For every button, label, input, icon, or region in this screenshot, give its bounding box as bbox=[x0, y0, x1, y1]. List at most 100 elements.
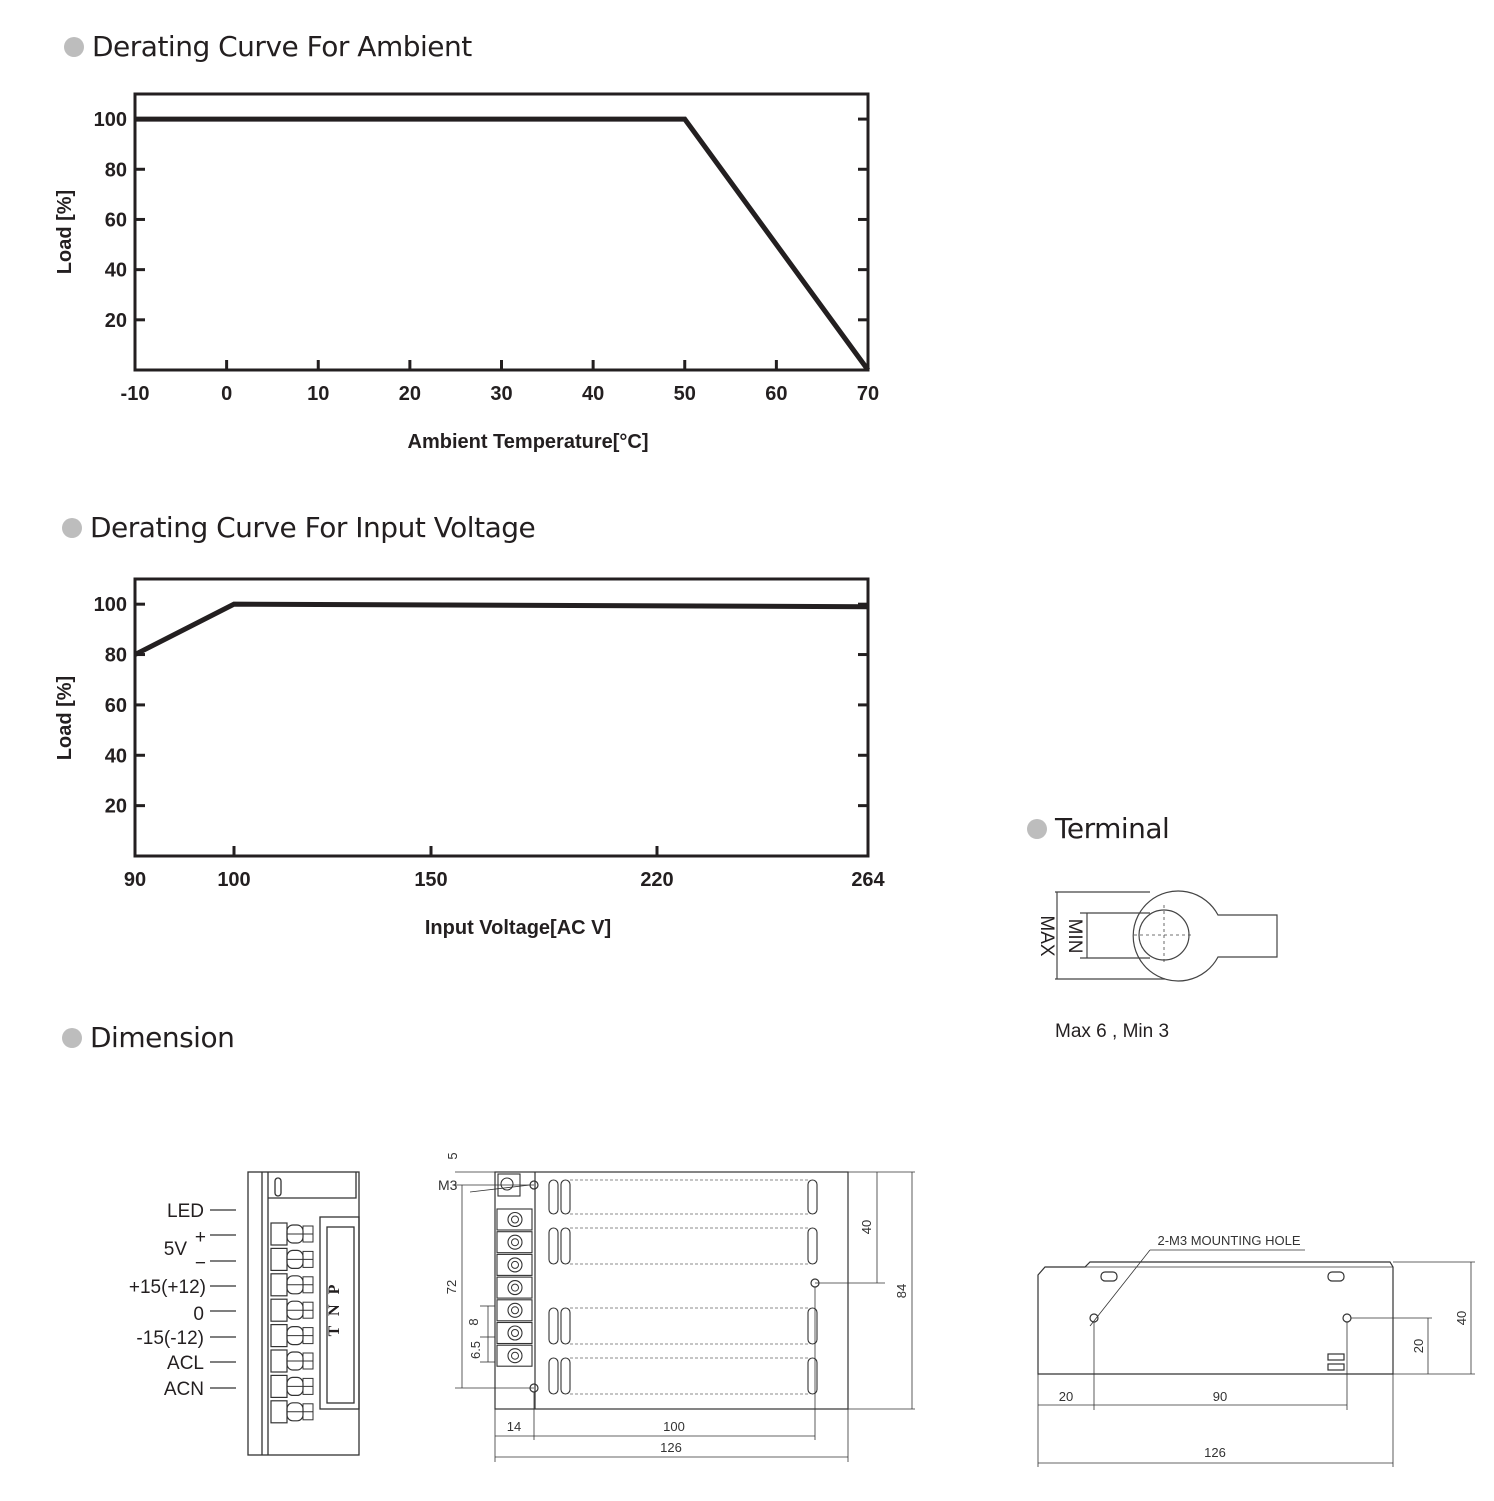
side-hole-label: 2-M3 MOUNTING HOLE bbox=[1157, 1233, 1300, 1248]
ambient-x-axis-label: Ambient Temperature[°C] bbox=[408, 431, 649, 453]
pin-labels: LED + 5V − +15(+12) 0 -15(-12) ACL ACN bbox=[129, 1201, 206, 1400]
bullet-icon bbox=[64, 36, 84, 57]
screw-icon bbox=[507, 1348, 523, 1364]
front-dim-72: 72 bbox=[444, 1280, 459, 1294]
voltage-y-tick-label: 20 bbox=[105, 796, 127, 818]
vent-slot bbox=[807, 1307, 818, 1345]
voltage-x-axis-label: Input Voltage[AC V] bbox=[425, 917, 611, 939]
ambient-plot-frame bbox=[133, 92, 870, 372]
vent-slot bbox=[560, 1179, 571, 1215]
dimension-side-view bbox=[1037, 1249, 1475, 1467]
screw-icon bbox=[507, 1325, 523, 1341]
front-dim-6-5: 6.5 bbox=[468, 1341, 483, 1359]
side-vent-right bbox=[1327, 1271, 1345, 1282]
dimension-front-view bbox=[455, 1171, 915, 1462]
terminal-title-text: Terminal bbox=[1055, 812, 1170, 845]
terminal-pin bbox=[270, 1323, 288, 1348]
terminal-pin bbox=[270, 1298, 288, 1322]
pin-label-15v: +15(+12) bbox=[129, 1277, 206, 1298]
pin-label-acn: ACN bbox=[164, 1379, 204, 1400]
vent-slot bbox=[548, 1227, 559, 1265]
front-outline bbox=[494, 1171, 849, 1410]
terminal-clamp bbox=[302, 1327, 314, 1345]
pin-leader-lines bbox=[210, 1209, 236, 1389]
terminal-clamp bbox=[302, 1276, 314, 1294]
voltage-y-tick-label: 100 bbox=[94, 594, 127, 616]
voltage-y-tick-label: 80 bbox=[105, 645, 127, 667]
side-tab-1 bbox=[1327, 1353, 1345, 1361]
screw-inner-icon bbox=[511, 1238, 519, 1247]
vent-slot bbox=[548, 1307, 559, 1345]
front-dim-100: 100 bbox=[663, 1419, 685, 1434]
pin-label-5v: 5V bbox=[164, 1239, 188, 1260]
pin-label-led: LED bbox=[167, 1201, 204, 1222]
led-icon bbox=[500, 1177, 514, 1191]
ambient-x-tick-label: 0 bbox=[221, 383, 232, 405]
voltage-section-title: Derating Curve For Input Voltage bbox=[62, 511, 536, 544]
terminal-min-label: MIN bbox=[1064, 919, 1085, 954]
front-dim-40: 40 bbox=[859, 1220, 874, 1234]
front-dim-14: 14 bbox=[507, 1419, 521, 1434]
voltage-y-axis-label: Load [%] bbox=[54, 676, 76, 760]
voltage-x-tick-label: 90 bbox=[124, 869, 146, 891]
voltage-y-tick-label: 60 bbox=[105, 695, 127, 717]
vent-slot bbox=[560, 1227, 571, 1265]
terminal-clamp bbox=[302, 1403, 314, 1421]
terminal-drawing bbox=[1055, 890, 1278, 982]
pin-label-plus: + bbox=[195, 1227, 206, 1248]
front-dim-84: 84 bbox=[894, 1284, 909, 1298]
front-dim-5: 5 bbox=[445, 1152, 460, 1159]
side-dim-40: 40 bbox=[1454, 1311, 1469, 1325]
terminal-block-cell bbox=[496, 1344, 533, 1367]
ambient-x-tick-label: 30 bbox=[490, 383, 512, 405]
front-dim-8: 8 bbox=[466, 1318, 481, 1325]
voltage-x-tick-label: 264 bbox=[851, 869, 885, 891]
terminal-block-cell bbox=[496, 1299, 533, 1322]
ambient-y-tick-label: 20 bbox=[105, 310, 127, 332]
screw-icon bbox=[507, 1257, 523, 1273]
pin-label-acl: ACL bbox=[167, 1353, 204, 1374]
terminal-clamp bbox=[302, 1352, 314, 1370]
pin-label-neg15v: -15(-12) bbox=[136, 1328, 204, 1349]
led-window bbox=[274, 1177, 282, 1197]
dimension-title-text: Dimension bbox=[90, 1021, 235, 1054]
screw-inner-icon bbox=[511, 1283, 519, 1292]
terminal-max-label: MAX bbox=[1036, 915, 1057, 957]
screw-icon bbox=[507, 1234, 523, 1250]
terminal-lug-outline bbox=[1132, 890, 1278, 982]
ambient-y-tick-label: 80 bbox=[105, 159, 127, 181]
screw-inner-icon bbox=[511, 1215, 519, 1224]
terminal-clamp bbox=[302, 1301, 314, 1319]
voltage-x-tick-label: 100 bbox=[217, 869, 250, 891]
screw-icon bbox=[507, 1302, 523, 1318]
vent-slot bbox=[548, 1179, 559, 1215]
bullet-icon bbox=[1027, 818, 1047, 839]
ambient-x-tick-label: -10 bbox=[121, 383, 150, 405]
dimension-section-title: Dimension bbox=[62, 1021, 235, 1054]
ambient-x-tick-label: 60 bbox=[765, 383, 787, 405]
side-dim-20-vertical: 20 bbox=[1411, 1339, 1426, 1353]
vent-slot bbox=[560, 1357, 571, 1395]
terminal-block-cell bbox=[496, 1321, 533, 1345]
ambient-x-tick-label: 10 bbox=[307, 383, 329, 405]
vent-slot bbox=[807, 1227, 818, 1265]
side-dim-90: 90 bbox=[1213, 1389, 1227, 1404]
terminal-block-cell bbox=[496, 1231, 533, 1254]
side-tab-2 bbox=[1327, 1363, 1345, 1371]
screw-inner-icon bbox=[511, 1351, 519, 1360]
strip-top-step bbox=[268, 1172, 357, 1199]
terminal-spec-text: Max 6 , Min 3 bbox=[1055, 1021, 1169, 1042]
terminal-section-title: Terminal bbox=[1027, 812, 1170, 845]
brand-label: T N P bbox=[326, 1282, 343, 1337]
ambient-x-tick-label: 50 bbox=[674, 383, 696, 405]
ambient-x-tick-label: 70 bbox=[857, 383, 879, 405]
screw-inner-icon bbox=[511, 1306, 519, 1315]
terminal-pin bbox=[270, 1222, 288, 1246]
voltage-title-text: Derating Curve For Input Voltage bbox=[90, 511, 536, 544]
terminal-pin bbox=[270, 1400, 288, 1424]
ambient-y-tick-label: 100 bbox=[94, 109, 127, 131]
label-plate bbox=[319, 1216, 360, 1410]
